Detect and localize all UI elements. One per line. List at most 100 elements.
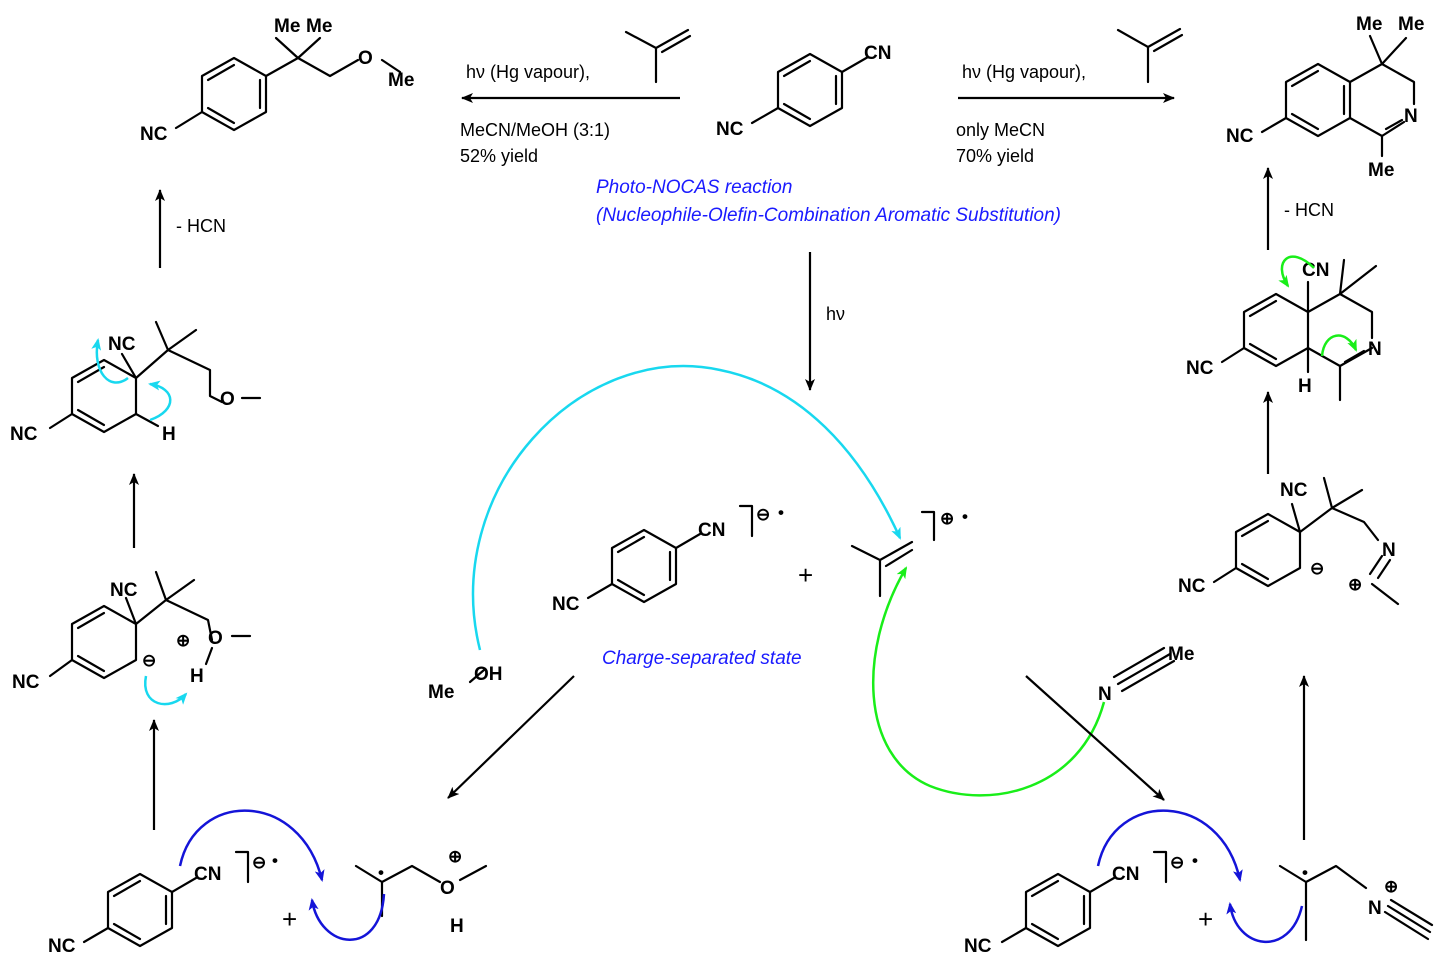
- anion-charge: ⊖: [142, 651, 156, 670]
- nc-label: NC: [10, 424, 38, 445]
- reaction-expansion: (Nucleophile-Olefin-Combination Aromatic…: [596, 205, 1061, 226]
- anion-charge: ⊖: [1170, 853, 1184, 872]
- nc-label: NC: [964, 936, 992, 957]
- methyl-label: Me: [306, 16, 332, 37]
- blue-curved-arrow: [1096, 809, 1243, 882]
- oxygen-label: O: [440, 878, 455, 899]
- nitrogen-label: N: [1404, 106, 1418, 127]
- blue-curved-arrow: [178, 809, 325, 882]
- cyclohexadienyl-anion-right: NC N ⊕ ⊖ NC: [1178, 476, 1400, 606]
- left-light-condition: hν (Hg vapour),: [466, 62, 590, 82]
- nc-label: NC: [108, 334, 136, 355]
- cyclohexadiene-intermediate-left: NC O H NC: [10, 320, 262, 445]
- cyan-curved-arrow: [148, 380, 172, 422]
- nc-label: NC: [1178, 576, 1206, 597]
- radical-dot: •: [962, 507, 968, 526]
- anion-charge: ⊖: [756, 505, 770, 524]
- cation-charge: ⊕: [940, 509, 954, 528]
- hydrogen-label: H: [1298, 376, 1312, 397]
- nc-label: NC: [552, 594, 580, 615]
- charge-separated-label: Charge-separated state: [602, 648, 802, 669]
- blue-curved-arrow: [308, 893, 386, 941]
- methyl-label: Me: [1356, 14, 1382, 35]
- nc-label: NC: [716, 119, 744, 140]
- right-yield: 70% yield: [956, 146, 1034, 166]
- plus-sign: +: [1198, 904, 1213, 934]
- cyclohexadienyl-anion-left: NC ⊕ O H ⊖ NC: [12, 570, 252, 693]
- fused-intermediate-right: CN N H NC: [1186, 258, 1382, 402]
- green-curved-arrow: [1320, 334, 1358, 357]
- reaction-name: Photo-NOCAS reaction: [596, 177, 792, 198]
- nc-label: NC: [110, 580, 138, 601]
- nitrilium-radical: • N ⊕: [1278, 863, 1434, 942]
- left-solvent-condition: MeCN/MeOH (3:1): [460, 120, 610, 140]
- radical-anion-bottom-left: CN ⊖ • NC: [48, 850, 278, 957]
- isobutene-left: [624, 28, 692, 84]
- nitrogen-label: N: [1368, 339, 1382, 360]
- nitrogen-label: N: [1382, 540, 1396, 561]
- anion-charge: ⊖: [252, 853, 266, 872]
- isobutene-right: [1116, 27, 1184, 84]
- cn-label: CN: [194, 864, 221, 885]
- hydrogen-label: H: [190, 666, 204, 687]
- blue-curved-arrow: [1226, 902, 1304, 944]
- oxonium-charge: ⊕: [448, 847, 462, 866]
- acetonitrile: N Me: [1098, 644, 1194, 705]
- radical-dot: •: [378, 863, 384, 882]
- methoxonium-radical: • ⊕ O H: [354, 847, 488, 937]
- oxygen-label: O: [358, 48, 373, 69]
- nitrilium-charge: ⊕: [1384, 877, 1398, 896]
- cyan-curved-arrow: [91, 338, 129, 384]
- green-curved-arrow: [872, 566, 1106, 797]
- hydrogen-label: H: [162, 424, 176, 445]
- ether-product: Me Me O Me NC: [140, 16, 414, 145]
- methyl-label: Me: [388, 70, 414, 91]
- methyl-label: Me: [428, 682, 454, 703]
- plus-sign: +: [798, 560, 813, 590]
- radical-dot: •: [272, 851, 278, 870]
- iminium-charge: ⊕: [1348, 575, 1362, 594]
- arrow-to-bottom-right: [1025, 675, 1165, 801]
- hcn-loss-right: - HCN: [1284, 200, 1334, 220]
- hydroxyl-label: OH: [474, 664, 503, 685]
- nitrogen-label: N: [1368, 898, 1382, 919]
- nc-label: NC: [1280, 480, 1308, 501]
- green-curved-arrow: [1278, 255, 1315, 288]
- oxygen-label: O: [220, 389, 235, 410]
- cn-label: CN: [1112, 864, 1139, 885]
- radical-dot: •: [778, 503, 784, 522]
- olefin-radical-cation: ⊕ •: [850, 507, 968, 598]
- radical-dot: •: [1192, 851, 1198, 870]
- nitrogen-label: N: [1098, 684, 1112, 705]
- terephthalonitrile-top: CN NC: [716, 43, 891, 140]
- radical-dot: •: [1302, 863, 1308, 882]
- methyl-label: Me: [1168, 644, 1194, 665]
- left-yield: 52% yield: [460, 146, 538, 166]
- nc-label: NC: [12, 672, 40, 693]
- cn-label: CN: [864, 43, 891, 64]
- arrow-to-bottom-left: [447, 675, 575, 799]
- right-light-condition: hν (Hg vapour),: [962, 62, 1086, 82]
- dihydroisoquinoline-product: Me Me N Me NC: [1226, 14, 1424, 181]
- hv-label: hν: [826, 304, 845, 324]
- methanol: Me OH: [428, 664, 503, 703]
- nc-label: NC: [140, 124, 168, 145]
- plus-sign: +: [282, 904, 297, 934]
- radical-anion-center: CN ⊖ • NC: [552, 503, 784, 615]
- cyan-curved-arrow: [471, 364, 902, 651]
- hcn-loss-left: - HCN: [176, 216, 226, 236]
- hydrogen-label: H: [450, 916, 464, 937]
- oxonium-charge: ⊕: [176, 631, 190, 650]
- methyl-label: Me: [1398, 14, 1424, 35]
- cn-label: CN: [698, 520, 725, 541]
- methyl-label: Me: [274, 16, 300, 37]
- cyan-curved-arrow: [143, 675, 188, 706]
- nc-label: NC: [1186, 358, 1214, 379]
- nc-label: NC: [48, 936, 76, 957]
- oxygen-label: O: [208, 628, 223, 649]
- methyl-label: Me: [1368, 160, 1394, 181]
- cn-label: CN: [1302, 260, 1329, 281]
- anion-charge: ⊖: [1310, 559, 1324, 578]
- radical-anion-bottom-right: CN ⊖ • NC: [964, 850, 1198, 957]
